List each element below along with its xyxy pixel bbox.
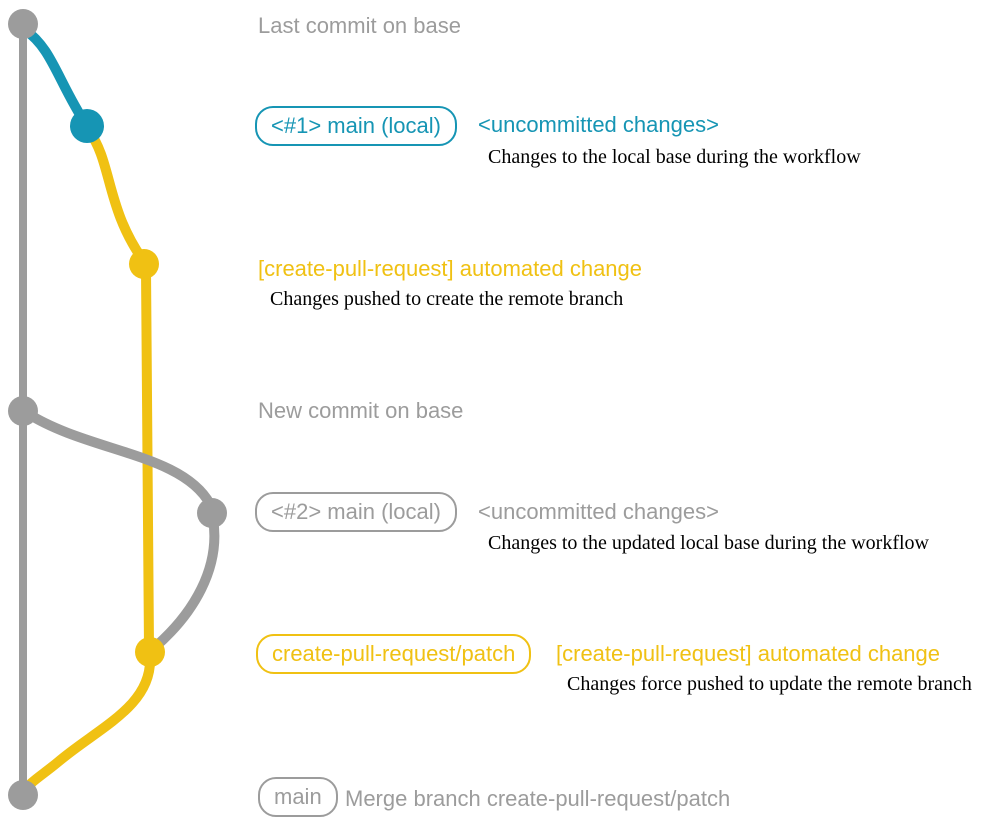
- commit-dot-remote-patch-1: [129, 249, 159, 279]
- automated-change-desc-1: Changes pushed to create the remote bran…: [270, 288, 624, 310]
- uncommitted-changes-title-2: <uncommitted changes>: [478, 499, 719, 524]
- merge-branch-label: Merge branch create-pull-request/patch: [345, 786, 731, 811]
- patch-branch-edge-top: [84, 126, 154, 653]
- uncommitted-changes-desc-2: Changes to the updated local base during…: [488, 532, 929, 554]
- commit-dot-local-main-2: [197, 498, 227, 528]
- commit-dot-last-commit-on-base: [8, 9, 38, 39]
- patch-branch-merge-edge: [20, 653, 156, 797]
- uncommitted-changes-desc-1: Changes to the local base during the wor…: [488, 146, 861, 168]
- uncommitted-changes-edge: [20, 25, 92, 131]
- automated-change-title-1: [create-pull-request] automated change: [258, 256, 643, 281]
- badge-main: main: [258, 777, 338, 817]
- automated-change-title-2: [create-pull-request] automated change: [556, 641, 941, 666]
- badge-create-pull-request-patch: create-pull-request/patch: [256, 634, 532, 674]
- commit-dot-remote-patch-2: [135, 637, 165, 667]
- badge-main-local-1: <#1> main (local): [255, 106, 457, 146]
- new-commit-label: New commit on base: [258, 398, 464, 423]
- commit-dot-merge: [8, 780, 38, 810]
- automated-change-desc-2: Changes force pushed to update the remot…: [567, 673, 972, 695]
- commit-dot-local-main-1: [70, 109, 104, 143]
- uncommitted-changes-title-1: <uncommitted changes>: [478, 112, 719, 137]
- badge-main-local-2: <#2> main (local): [255, 492, 457, 532]
- updated-local-changes-edge-out: [22, 408, 215, 509]
- git-graph: [8, 9, 227, 810]
- updated-local-changes-edge-in: [150, 514, 220, 652]
- commit-dot-new-commit-on-base: [8, 396, 38, 426]
- last-commit-label: Last commit on base: [258, 13, 461, 38]
